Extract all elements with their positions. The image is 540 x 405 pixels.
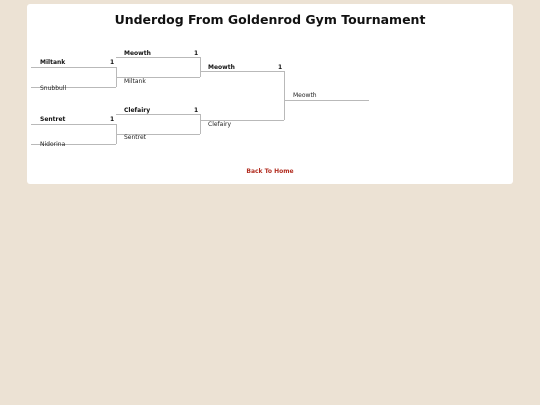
bracket-line (116, 57, 200, 58)
bracket-line (200, 120, 284, 121)
bracket-entry-score: 1 (110, 59, 115, 66)
bracket-line (31, 67, 116, 68)
bracket-entry-name: Miltank (40, 59, 66, 66)
bracket-line (116, 114, 200, 115)
bracket-entry-score: 1 (110, 116, 115, 123)
bracket-line (116, 77, 200, 78)
bracket-connector (200, 114, 201, 134)
bracket-entry-name: Clefairy (124, 107, 151, 114)
bracket-entry-name: Miltank (124, 78, 146, 85)
bracket-entry-score: 1 (278, 64, 283, 71)
bracket-line (31, 87, 116, 88)
bracket-entry-name: Meowth (124, 50, 151, 57)
back-to-home-link-wrap: Back To Home (27, 168, 513, 175)
bracket-entry-score: 1 (194, 50, 199, 57)
bracket-entry-name: Snubbull (40, 85, 67, 92)
bracket-entry-name: Nidorina (40, 141, 66, 148)
bracket-line (116, 134, 200, 135)
bracket-entry-name: Sentret (40, 116, 66, 123)
bracket-entry-score: 1 (194, 107, 199, 114)
bracket-line (200, 71, 284, 72)
bracket-entry-name: Meowth (208, 64, 235, 71)
bracket-entry-name: Clefairy (208, 121, 232, 128)
main-panel: Underdog From Goldenrod Gym Tournament M… (27, 4, 513, 184)
bracket-line (31, 124, 116, 125)
bracket-connector (200, 57, 201, 77)
page-title: Underdog From Goldenrod Gym Tournament (114, 12, 426, 27)
back-to-home-link[interactable]: Back To Home (246, 168, 294, 175)
tournament-bracket: Miltank 1 Snubbull Sentret 1 Nidorina Me… (27, 4, 513, 184)
bracket-line (284, 100, 369, 101)
champion-name: Meowth (293, 92, 317, 99)
bracket-entry-name: Sentret (124, 134, 147, 141)
bracket-connector (284, 71, 285, 120)
bracket-line (31, 144, 116, 145)
